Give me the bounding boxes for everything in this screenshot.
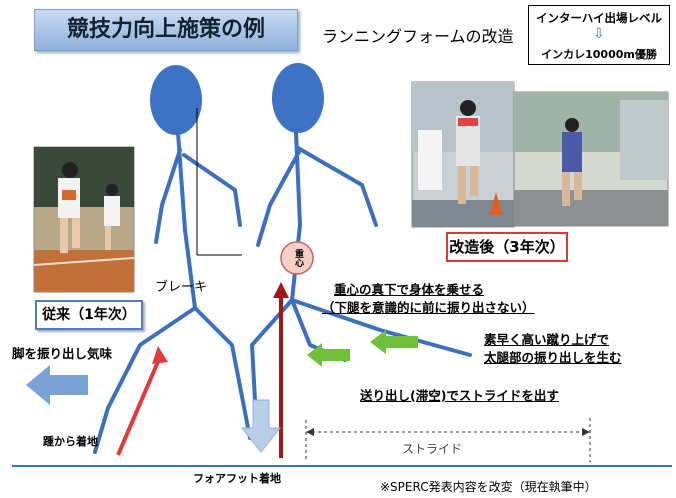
- photo-before: [33, 146, 135, 293]
- swing-out-label: 脚を振り出し気味: [12, 346, 113, 361]
- subtitle: ランニングフォームの改造: [322, 27, 514, 46]
- note-line5: 送り出し(滞空)でストライドを出す: [360, 388, 559, 403]
- blue-down-arrow: [240, 399, 282, 453]
- forefoot-strike-label: フォアフット着地: [193, 472, 281, 485]
- runner-after-arm-front: [296, 146, 378, 227]
- runner-figure-before: [93, 65, 252, 454]
- level-box: インターハイ出場レベル ⇩ インカレ10000m優勝: [528, 5, 670, 65]
- note-line3: 素早く高い蹴り上げで: [484, 332, 610, 347]
- blue-left-arrow: [26, 365, 88, 405]
- runner-before-head: [150, 65, 202, 135]
- photo-after-1: [411, 81, 515, 228]
- green-arrow-2: [370, 330, 418, 354]
- note-line2: （下腿を意識的に前に振り出さない）: [322, 300, 535, 315]
- level-bottom-text: インカレ10000m優勝: [541, 48, 657, 61]
- green-arrow-1: [307, 343, 350, 367]
- down-arrow-icon: ⇩: [593, 26, 605, 42]
- runner-before-arm-front: [182, 153, 242, 227]
- footer-note: ※SPERC発表内容を改変（現在執筆中）: [380, 480, 597, 494]
- runner-before-arm-back: [154, 148, 182, 244]
- photo-after-2: [513, 91, 669, 227]
- after-label: 改造後（3年次）: [446, 232, 568, 262]
- page-title: 競技力向上施策の例: [66, 17, 265, 42]
- heel-strike-label: 踵から着地: [43, 435, 98, 448]
- stride-arrow-right: [582, 428, 590, 436]
- note-line1: 重心の真下で身体を乗せる: [334, 282, 485, 297]
- note-line4: 太腿部の振り出しを生む: [484, 350, 622, 365]
- center-of-gravity-marker: [280, 241, 314, 275]
- stride-label: ストライド: [402, 442, 463, 456]
- runner-after-leg-support: [250, 298, 294, 402]
- runner-before-leg-front: [93, 306, 197, 454]
- runner-after-arm-back: [256, 148, 302, 247]
- title-banner: 競技力向上施策の例: [34, 9, 298, 51]
- red-arrow-after-head: [273, 282, 289, 298]
- level-top-text: インターハイ出場レベル: [535, 11, 663, 25]
- runner-before-torso: [176, 131, 197, 310]
- center-of-gravity-label: 重心: [293, 249, 303, 267]
- runner-after-torso: [290, 130, 302, 302]
- runner-after-head: [272, 63, 324, 133]
- red-arrow-before: [116, 356, 162, 456]
- red-arrow-before-head: [152, 346, 168, 364]
- stride-arrow-left: [306, 428, 314, 436]
- before-label: 従来（1年次）: [35, 300, 143, 330]
- brake-label: ブレーキ: [155, 280, 208, 295]
- runner-figure-after: [250, 63, 472, 402]
- runner-before-leg-back: [193, 306, 252, 440]
- runner-after-leg-swing: [290, 298, 472, 357]
